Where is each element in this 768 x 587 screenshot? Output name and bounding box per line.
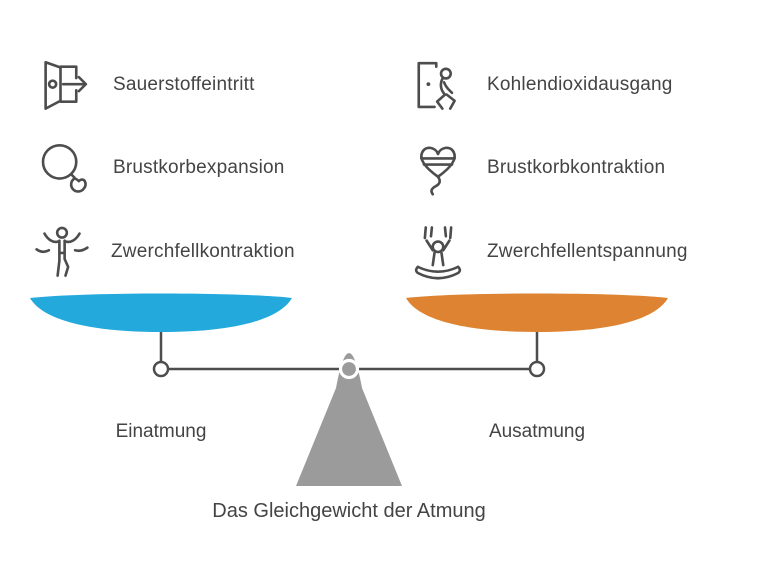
list-item: Zwerchfellkontraktion (34, 220, 295, 284)
heart-balloon-deflate-icon (410, 140, 466, 196)
diagram-title: Das Gleichgewicht der Atmung (212, 500, 486, 522)
list-item: Brustkorbexpansion (36, 136, 285, 200)
item-label: Brustkorbexpansion (113, 157, 285, 178)
list-item: Kohlendioxidausgang (410, 53, 673, 117)
inhale-pan (30, 293, 292, 332)
item-label: Zwerchfellentspannung (487, 241, 688, 262)
exhale-label: Ausatmung (488, 421, 586, 442)
fulcrum-pivot-ring (338, 358, 360, 380)
exhale-hanger-joint (528, 360, 546, 378)
inhale-label: Einatmung (115, 421, 207, 442)
exhale-pan (406, 293, 668, 332)
hammock-person-icon (410, 224, 466, 280)
list-item: Brustkorbkontraktion (410, 136, 665, 200)
door-arrow-in-icon (36, 57, 92, 113)
balloon-expand-icon (36, 140, 92, 196)
item-label: Kohlendioxidausgang (487, 74, 673, 95)
fulcrum-triangle (296, 353, 402, 486)
list-item: Zwerchfellentspannung (410, 220, 688, 284)
inhale-hanger-joint (152, 360, 170, 378)
door-person-exit-icon (410, 57, 466, 113)
list-item: Sauerstoffeintritt (36, 53, 255, 117)
item-label: Zwerchfellkontraktion (111, 241, 295, 262)
winner-person-icon (34, 224, 90, 280)
item-label: Sauerstoffeintritt (113, 74, 255, 95)
item-label: Brustkorbkontraktion (487, 157, 666, 178)
